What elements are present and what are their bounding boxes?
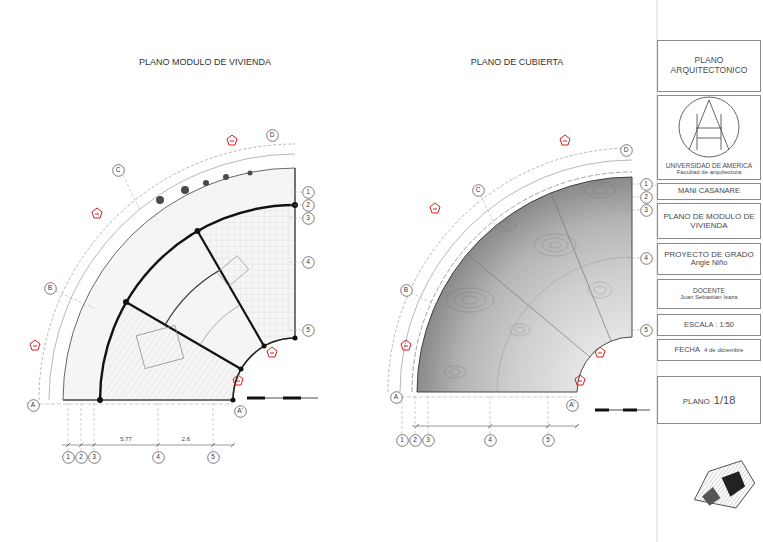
grid-bubble: D	[266, 129, 279, 142]
grid-bubble: 5	[207, 451, 220, 464]
section-callouts	[30, 135, 605, 385]
grid-bubble: 5	[302, 324, 315, 337]
title-block-cell: PLANO 1/18	[657, 376, 761, 424]
grid-label: 2	[306, 201, 310, 208]
grid-bubble: C	[472, 184, 485, 197]
grid-bubble: 2	[409, 434, 422, 447]
grid-bubble: C	[112, 164, 125, 177]
grid-bubble: A'	[234, 405, 247, 418]
plan-title: PLANO MODULO DE VIVIENDA	[139, 58, 271, 68]
house-plan	[39, 144, 318, 451]
grid-label: 4	[306, 258, 310, 265]
grid-bubble: 4	[152, 451, 165, 464]
grid-bubble: A	[27, 399, 40, 412]
grid-label: B	[48, 284, 52, 291]
grid-bubble: 1	[396, 434, 409, 447]
grid-label: 4	[156, 453, 160, 460]
title-block-cell: UNIVERSIDAD DE AMERICAFacultad de arquit…	[657, 95, 761, 180]
grid-label: 5	[306, 326, 310, 333]
grid-label: 1	[644, 180, 648, 187]
grid-label: A	[31, 401, 35, 408]
plan-title: PLANO DE CUBIERTA	[471, 58, 564, 68]
roof-plan	[388, 148, 650, 434]
university-logo	[679, 97, 739, 157]
title-block-text: 1/18	[714, 394, 735, 407]
grid-bubble: B	[400, 284, 413, 297]
grid-label: 5	[546, 436, 550, 443]
title-block-text: PLANO DE MODULO DE VIVIENDA	[662, 212, 756, 230]
title-block-text: PROYECTO DE GRADO	[664, 250, 754, 259]
grid-bubble: 2	[75, 451, 88, 464]
grid-label: 2	[644, 193, 648, 200]
title-block-cell: FECHA 4 de diciembre	[657, 339, 761, 361]
grid-label: 3	[92, 453, 96, 460]
title-block-text: ESCALA : 1:50	[684, 321, 734, 330]
grid-label: 3	[644, 206, 648, 213]
grid-label: 2	[413, 436, 417, 443]
title-block-text: 4 de diciembre	[704, 347, 743, 354]
grid-label: D	[270, 131, 275, 138]
title-block-cell: PLANO ARQUITECTONICO	[657, 40, 761, 92]
location-thumbnail	[690, 459, 758, 513]
title-block-text: Angie Niño	[691, 259, 728, 268]
grid-label: 1	[306, 188, 310, 195]
grid-bubble: 4	[484, 434, 497, 447]
grid-bubble: 3	[422, 434, 435, 447]
grid-label: A'	[569, 401, 575, 408]
title-block-text: PLANO	[683, 397, 710, 406]
grid-label: 1	[400, 436, 404, 443]
grid-label: 2	[79, 453, 83, 460]
grid-label: 5	[211, 453, 215, 460]
grid-bubble: 1	[640, 178, 653, 191]
grid-bubble: 2	[302, 199, 315, 212]
grid-bubble: B	[44, 282, 57, 295]
title-block-text: UNIVERSIDAD DE AMERICA	[666, 162, 752, 169]
title-block-text: PLANO ARQUITECTONICO	[662, 56, 756, 76]
grid-label: D	[624, 146, 629, 153]
grid-label: C	[476, 186, 481, 193]
grid-label: 5	[644, 326, 648, 333]
grid-bubble: 1	[302, 186, 315, 199]
title-block-cell: ESCALA : 1:50	[657, 314, 761, 336]
grid-label: B	[404, 286, 408, 293]
grid-bubble: 4	[302, 256, 315, 269]
grid-bubble: 1	[62, 451, 75, 464]
title-block-text: Juan Sebastian Isaza	[680, 294, 737, 301]
grid-bubble: 4	[640, 252, 653, 265]
grid-label: A	[394, 393, 398, 400]
grid-bubble: A	[390, 391, 403, 404]
grid-label: 1	[66, 453, 70, 460]
title-block-cell: PLANO DE MODULO DE VIVIENDA	[657, 203, 761, 239]
grid-bubble: 2	[640, 191, 653, 204]
grid-label: 3	[306, 214, 310, 221]
grid-bubble: 5	[640, 324, 653, 337]
grid-bubble: A'	[566, 399, 579, 412]
title-block-text: FECHA	[675, 346, 700, 355]
grid-bubble: 5	[542, 434, 555, 447]
grid-label: A'	[237, 407, 243, 414]
dimension-text: 5.77	[119, 436, 133, 443]
grid-label: C	[116, 166, 121, 173]
title-block-text: Facultad de arquitectura	[677, 169, 742, 176]
title-block-cell: MANI CASANARE	[657, 183, 761, 200]
grid-bubble: 3	[640, 204, 653, 217]
title-block-text: MANI CASANARE	[678, 187, 740, 196]
title-block-text: DOCENTE	[693, 287, 725, 294]
grid-label: 3	[426, 436, 430, 443]
dimension-text: 2.6	[181, 436, 191, 443]
title-block-cell: PROYECTO DE GRADOAngie Niño	[657, 243, 761, 275]
grid-bubble: 3	[88, 451, 101, 464]
grid-label: 4	[644, 254, 648, 261]
grid-bubble: D	[620, 144, 633, 157]
grid-bubble: 3	[302, 212, 315, 225]
grid-label: 4	[488, 436, 492, 443]
title-block-cell: DOCENTEJuan Sebastian Isaza	[657, 279, 761, 309]
